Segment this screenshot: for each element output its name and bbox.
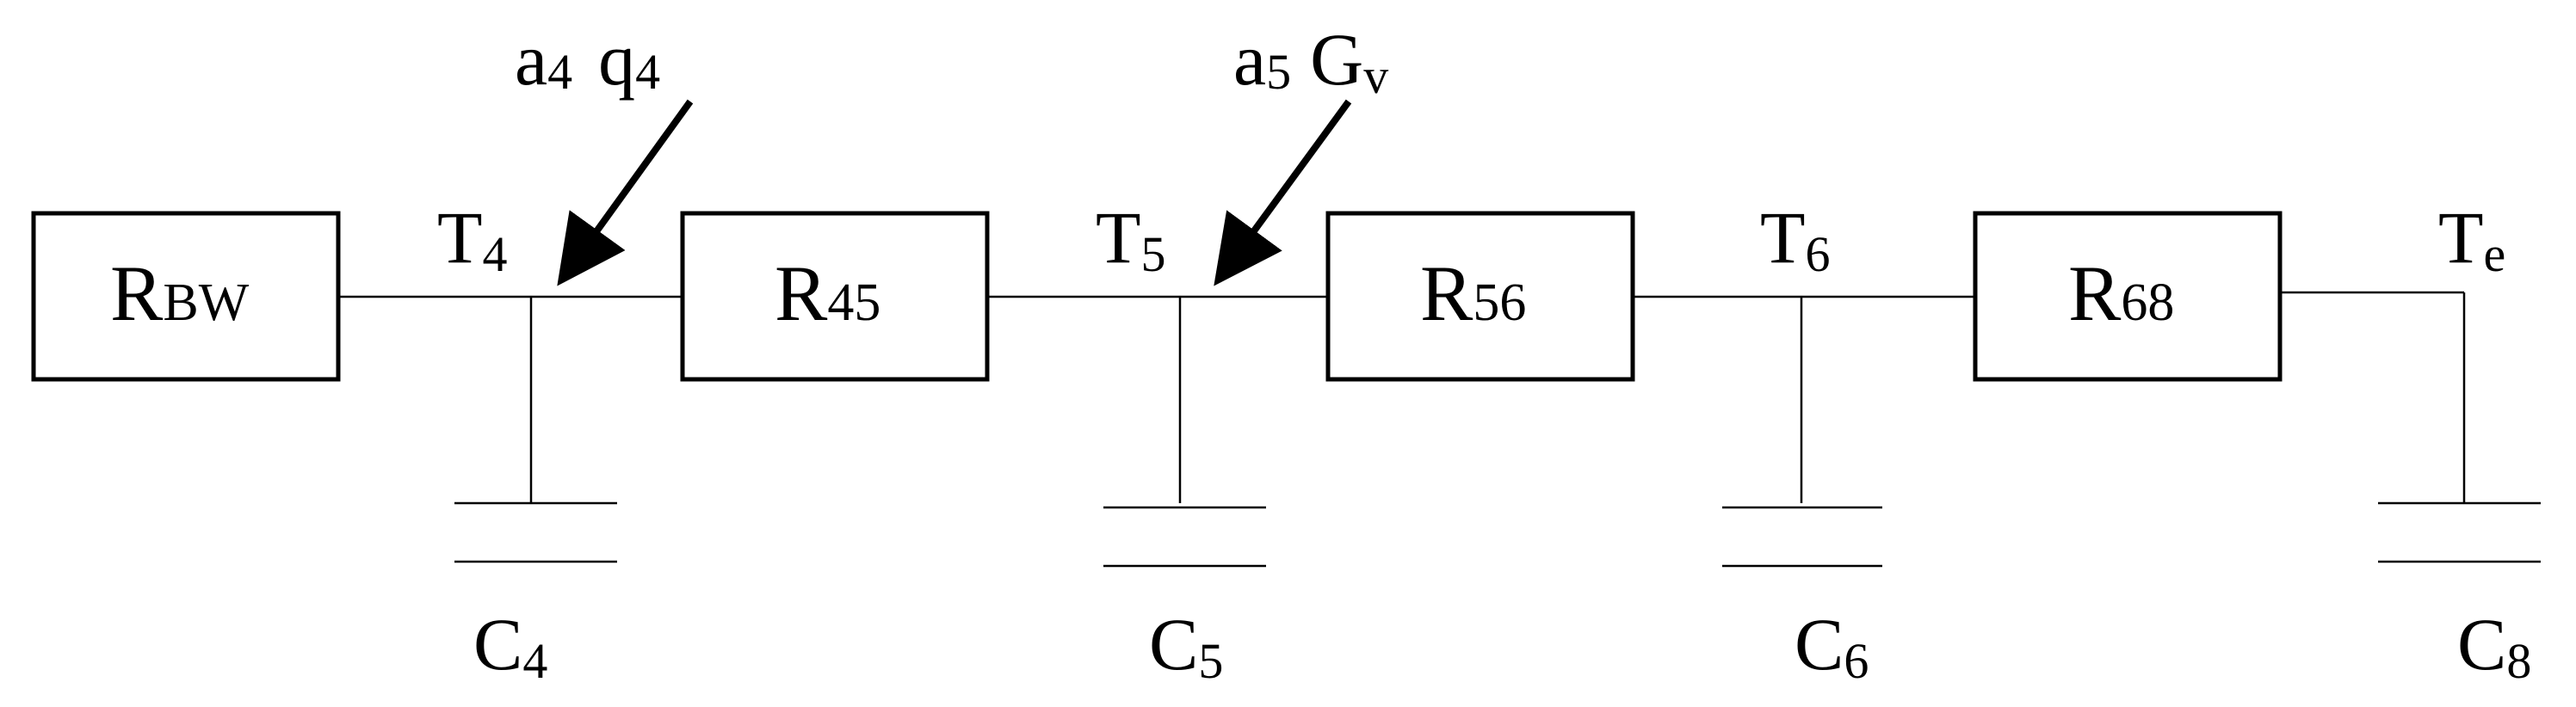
resistor-label-r45: R45 xyxy=(775,249,880,337)
resistor-rbw-box xyxy=(31,211,341,382)
resistor-label-r56: R56 xyxy=(1420,249,1526,337)
resistor-label-r68: R68 xyxy=(2068,249,2174,337)
capacitor-plates xyxy=(454,501,2541,568)
resistor-r56-box xyxy=(1325,211,1635,382)
resistor-boxes xyxy=(31,211,2283,382)
resistor-r45-box xyxy=(680,211,990,382)
resistor-label-rbw: RBW xyxy=(110,249,250,337)
capacitor-label-c5: C5 xyxy=(1149,603,1223,689)
wires xyxy=(338,291,2466,503)
capacitor-label-c6: C6 xyxy=(1795,603,1869,689)
capacitor-label-c4: C4 xyxy=(473,603,547,689)
node-label-t6: T6 xyxy=(1760,196,1831,282)
resistor-r68-box xyxy=(1973,211,2283,382)
node-label-te: Te xyxy=(2438,196,2505,282)
node-label-t4: T4 xyxy=(437,196,508,282)
arrow-in4 xyxy=(557,99,694,286)
node-label-t5: T5 xyxy=(1096,196,1166,282)
input-arrows xyxy=(557,99,1352,286)
arrow-in5 xyxy=(1214,99,1352,286)
capacitor-label-c8: C8 xyxy=(2457,603,2531,689)
